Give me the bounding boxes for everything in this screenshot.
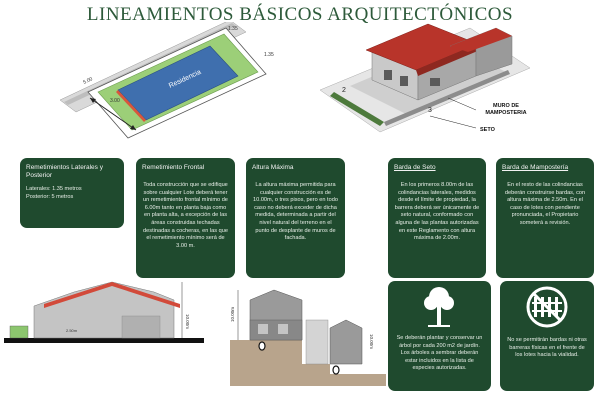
- dim-top: 1.35: [228, 26, 238, 32]
- section-height-label-2: 10.00m: [369, 334, 374, 349]
- marker-0-left: [258, 341, 266, 351]
- section-height-label: 10.00m: [230, 307, 235, 322]
- elevation-height-label: 10.00m: [185, 314, 190, 329]
- card-heading: Remetimiento Frontal: [142, 164, 205, 171]
- card-barda-de-mamposteria: Barda de Mampostería En el resto de las …: [496, 158, 594, 278]
- section-illustration: 10.00m 10.00m: [230, 289, 386, 386]
- section-middle-block: [305, 319, 329, 365]
- isometric-house-illustration: 2 3: [319, 23, 531, 133]
- card-body: La altura máxima permitida para cualquie…: [253, 182, 338, 242]
- posterior-line: Posterior: 5 metros: [26, 193, 74, 200]
- residence-footprint: [117, 45, 239, 121]
- fence-block: [9, 325, 29, 339]
- card-body: Se deberán plantar y conservar un árbol …: [396, 335, 483, 372]
- marker-0-right: [332, 365, 340, 375]
- card-heading: Barda de Mampostería: [502, 164, 569, 171]
- label-3: 3: [428, 107, 432, 114]
- card-barda-de-seto: Barda de Seto En los primeros 8.00m de l…: [388, 158, 486, 278]
- dim-side: 1.35: [264, 52, 274, 58]
- iso-hedge: [330, 92, 384, 126]
- elevation-small-label: 2.50m: [66, 328, 78, 333]
- page-title: LINEAMIENTOS BÁSICOS ARQUITECTÓNICOS: [86, 4, 514, 25]
- card-body: Toda construcción que se edifique sobre …: [143, 182, 228, 249]
- dim-left: 3.00: [110, 98, 120, 104]
- terrain: [230, 340, 386, 386]
- card-altura-maxima: Altura Máxima La altura máxima permitida…: [246, 158, 345, 278]
- dim-front: 5.00: [82, 76, 94, 86]
- card-remetimiento-frontal: Remetimiento Frontal Toda construcción q…: [136, 158, 235, 278]
- card-heading: Barda de Seto: [394, 164, 436, 171]
- card-body: No se permitirán bardas ni otras barrera…: [507, 337, 587, 359]
- card-heading: Remetimientos Laterales y Posterior: [26, 164, 103, 179]
- card-heading: Altura Máxima: [252, 164, 294, 171]
- section-house-right: [329, 319, 363, 365]
- label-2: 2: [342, 87, 346, 94]
- card-body: En los primeros 8.00m de las colindancia…: [394, 182, 480, 242]
- card-body: En el resto de las colindancias deberán …: [504, 182, 586, 226]
- iso-wall: [384, 70, 510, 126]
- tree-icon: [424, 287, 454, 327]
- laterales-line: Laterales: 1.35 metros: [26, 186, 82, 192]
- site-plan-illustration: Residencia 1.35 1.35 5.00 3.00: [60, 22, 274, 139]
- card-remetimientos-laterales: Remetimientos Laterales y Posterior Late…: [20, 158, 124, 228]
- no-fence-icon: [526, 286, 568, 328]
- label-muro-mamposteria: MURO DE MAMPOSTERIA: [485, 103, 527, 116]
- card-body: Laterales: 1.35 metros Posterior: 5 metr…: [26, 186, 118, 201]
- height-elevation-illustration: 10.00m 2.50m: [4, 281, 204, 343]
- card-arbol: Se deberán plantar y conservar un árbol …: [388, 281, 491, 391]
- label-seto: SETO: [480, 127, 495, 133]
- card-no-bardas: No se permitirán bardas ni otras barrera…: [500, 281, 594, 391]
- direction-arrow: [89, 97, 137, 131]
